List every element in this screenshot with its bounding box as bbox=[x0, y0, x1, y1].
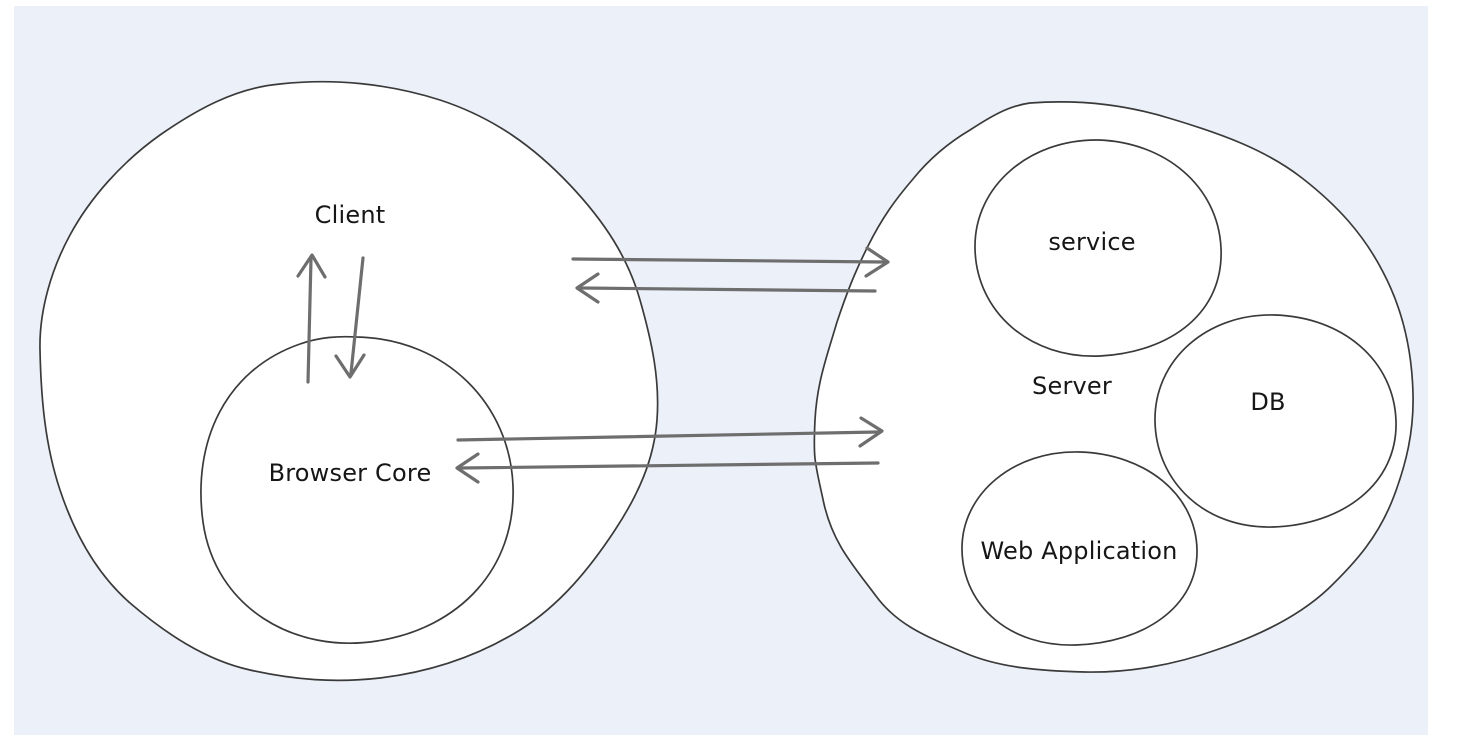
arrow-client-to-browser-core bbox=[334, 256, 366, 379]
labels-layer: Client Browser Core service Server DB We… bbox=[269, 201, 1286, 565]
arrow-server-to-client-top bbox=[575, 272, 877, 304]
browser-core-node-shape bbox=[200, 335, 514, 645]
server-label: Server bbox=[1032, 372, 1112, 400]
arrow-browser-core-to-client bbox=[296, 253, 327, 384]
db-node-shape bbox=[1154, 314, 1397, 528]
arrow-client-to-server-top bbox=[571, 246, 890, 278]
db-label: DB bbox=[1250, 388, 1285, 416]
service-node-shape bbox=[974, 139, 1222, 357]
client-label: Client bbox=[315, 201, 386, 229]
web-application-label: Web Application bbox=[980, 537, 1177, 565]
browser-core-label: Browser Core bbox=[269, 459, 432, 487]
arrow-server-to-browser-core bbox=[455, 452, 880, 484]
arrow-browser-core-to-server bbox=[456, 416, 884, 448]
service-label: service bbox=[1048, 228, 1135, 256]
web-application-node-shape bbox=[961, 451, 1198, 646]
arrows-layer bbox=[296, 246, 890, 484]
nodes-layer bbox=[39, 80, 1414, 682]
